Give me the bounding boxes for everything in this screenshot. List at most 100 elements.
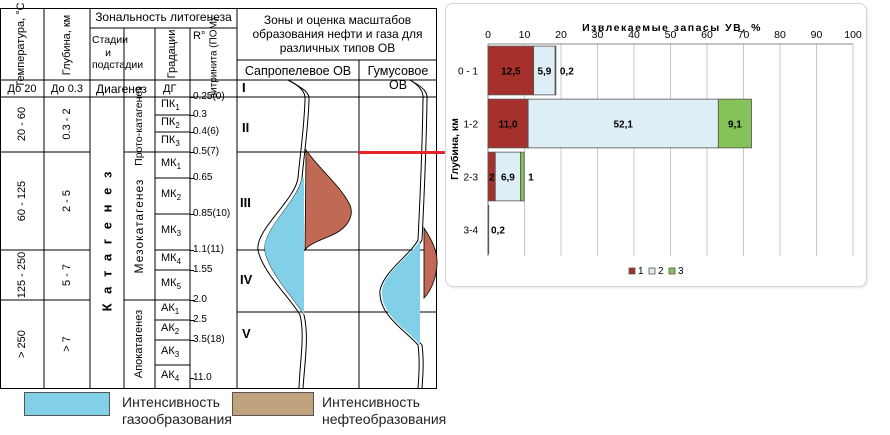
bar-label-3-2: 1 [528,173,534,184]
ro-tick-9 [190,320,194,321]
ro-value-10: 3.5(18) [193,334,225,345]
temp-row-2: 60 - 125 [16,180,28,222]
ro-value-2: 0.4(6) [193,126,220,137]
gradation-2: ПК3 [161,134,180,148]
x-tick-label-8: 80 [774,29,786,41]
ro-tick-0 [190,97,194,98]
bar-2-3 [487,204,490,255]
bar-label-2-0: 5,9 [537,67,551,78]
x-tick-label-10: 100 [844,29,862,41]
x-tick-label-5: 50 [665,29,677,41]
x-tick-label-3: 30 [592,29,604,41]
legend-label-1: 1 [638,266,644,277]
ro-tick-6 [190,250,194,251]
depth-row-4: > 7 [61,336,73,352]
x-tick-label-4: 40 [628,29,640,41]
bar-1-1 [487,98,529,149]
substage-protocatagenesis: Прото-катагенез [133,86,145,166]
sapropel-oil-area [304,148,352,252]
x-tick-label-2: 20 [555,29,567,41]
depth-row-1: 0.3 - 2 [61,108,73,140]
stage-diagenesis: Диагенез [96,82,147,96]
header-gradations: Градации [166,29,178,79]
ro-tick-11 [190,378,194,379]
temp-row-4: > 250 [16,330,28,358]
stage-catagenesis: К а т а г е н е з [99,168,115,312]
category-label-3: 3-4 [464,226,479,237]
zone-I: I [242,80,246,95]
x-tick-label-9: 90 [811,29,823,41]
depth-row-0: До 0.3 [50,83,84,95]
legend-label-2: 2 [658,266,664,277]
bar-label-3-0: 0,2 [560,67,574,78]
gradation-0: ПК1 [161,98,180,112]
header-stages: Стадии и подстадии [92,34,144,72]
ro-value-4: 0.65 [193,172,213,183]
gradation-8: АК1 [161,302,180,316]
x-tick-label-0: 0 [485,29,491,41]
ro-value-11: 11.0 [193,372,212,383]
header-zonality: Зональность литогенеза [95,10,232,24]
x-tick-label-1: 10 [519,29,531,41]
grade-dg: ДГ [163,83,177,95]
ro-value-1: 0.3 [193,109,207,120]
x-tick-label-7: 70 [738,29,750,41]
bar-label-2-3: 0,2 [491,226,505,237]
zone-IV: IV [240,272,253,287]
ro-tick-8 [190,300,194,301]
bar-label-1-1: 11,0 [499,120,518,131]
legend-label-3: 3 [678,266,684,277]
bar-label-2-2: 6,9 [501,173,515,184]
ro-tick-7 [190,270,194,271]
zone-V: V [242,326,251,341]
gradation-4: МК2 [161,188,182,202]
gradation-7: МК5 [161,277,182,291]
legend-swatch-2 [648,267,656,275]
bar-3-1 [717,98,752,149]
temp-row-0: До 20 [7,83,37,95]
gradation-1: ПК2 [161,115,180,130]
gradation-3: МК1 [161,157,182,171]
category-label-2: 2-3 [464,173,479,184]
humus-gas-area [381,240,420,345]
zone-II: II [242,120,250,135]
temp-row-1: 20 - 60 [16,106,28,142]
gradation-6: МК4 [161,252,182,266]
header-ro-text: витринита (ПОМ) [208,17,220,99]
header-sapropel: Сапропелевое ОВ [244,64,352,78]
ro-value-5: 0.85(10) [193,208,231,219]
ro-tick-4 [190,178,194,179]
chart-y-axis-label: Глубина, км [449,118,461,180]
ro-tick-10 [190,340,194,341]
ro-tick-5 [190,214,194,215]
category-label-1: 1-2 [464,120,479,131]
table-grid [0,8,438,389]
substage-mesocatagenesis: Мезокатагенез [132,178,146,274]
bar-label-3-1: 9,1 [728,120,742,131]
legend-swatch-1 [628,267,636,275]
bar-3-0 [554,45,557,96]
bar-label-1-0: 12,5 [501,67,521,78]
x-tick-label-6: 60 [701,29,713,41]
bar-1-0 [487,45,535,96]
bar-3-2 [520,151,525,202]
catagenesis-table: Температура, °C Глубина, км Зональность … [0,0,440,390]
bar-2-1 [527,98,719,149]
gradation-5: МК3 [161,224,182,238]
legend-swatch-3 [668,267,676,275]
ro-tick-2 [190,132,194,133]
temp-row-3: 125 - 250 [16,251,28,299]
bar-2-2 [494,151,521,202]
ro-value-6: 1.1(11) [193,244,224,255]
ro-value-9: 2.5 [193,314,207,325]
bar-label-1-2: 2 [489,173,495,184]
substage-apocatagenesis: Апокатагенез [133,309,145,379]
header-depth: Глубина, км [61,14,73,76]
gradation-11: АК4 [161,368,180,383]
gradation-10: АК3 [161,344,180,359]
humus-oil-area [423,226,438,299]
legend-oil-swatch [232,392,314,416]
